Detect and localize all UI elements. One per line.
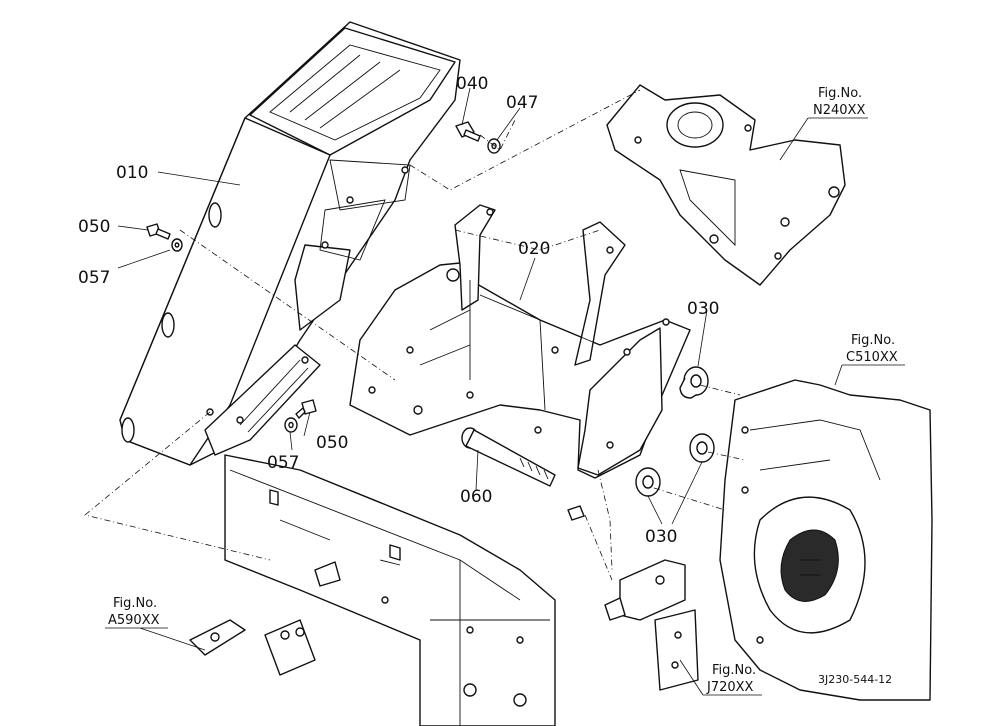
part-labels: 010 040 047 050 057 020 030 050 057 060 …: [78, 74, 719, 547]
assembly-lines: [84, 89, 746, 581]
fig-j720-line1: Fig.No.: [712, 663, 756, 678]
bolt-050-upper: [146, 223, 171, 240]
label-050-lower: 050: [316, 433, 348, 453]
label-057-upper: 057: [78, 268, 110, 288]
spacer-030-upper: [679, 366, 709, 399]
figure-reference-labels: Fig.No. N240XX Fig.No. C510XX Fig.No. A5…: [108, 86, 898, 695]
ref-part-j720: [604, 559, 699, 691]
small-bolt-lower: [567, 505, 585, 521]
label-030-lower: 030: [645, 527, 677, 547]
fig-c510-line2: C510XX: [846, 350, 898, 365]
fig-a590-line1: Fig.No.: [113, 596, 157, 611]
step-assembly-010: [119, 21, 461, 466]
label-047: 047: [506, 93, 538, 113]
bolt-050-lower: [295, 399, 317, 419]
spacer-030-lower: [635, 467, 661, 497]
spacer-030-middle: [689, 433, 715, 463]
washer-047: [487, 138, 501, 154]
label-040: 040: [456, 74, 488, 94]
fig-a590-line2: A590XX: [108, 613, 160, 628]
label-060: 060: [460, 487, 492, 507]
ref-part-n240: [606, 84, 846, 286]
fig-c510-line1: Fig.No.: [851, 333, 895, 348]
bolt-040: [455, 121, 481, 142]
label-030-upper: 030: [687, 299, 719, 319]
bolt-060: [461, 427, 556, 487]
fig-n240-line2: N240XX: [813, 103, 865, 118]
drawing-code: 3J230-544-12: [818, 673, 892, 686]
ref-part-c510: [719, 379, 933, 701]
label-020: 020: [518, 239, 550, 259]
ref-part-a590: [189, 454, 556, 726]
label-057-lower: 057: [267, 453, 299, 473]
bracket-020: [349, 204, 691, 479]
washer-057-upper: [171, 238, 183, 252]
fig-j720-line2: J720XX: [706, 680, 754, 695]
fig-n240-line1: Fig.No.: [818, 86, 862, 101]
washer-057-lower: [284, 417, 298, 433]
leader-lines: [105, 87, 905, 696]
label-010: 010: [116, 163, 148, 183]
label-050-upper: 050: [78, 217, 110, 237]
